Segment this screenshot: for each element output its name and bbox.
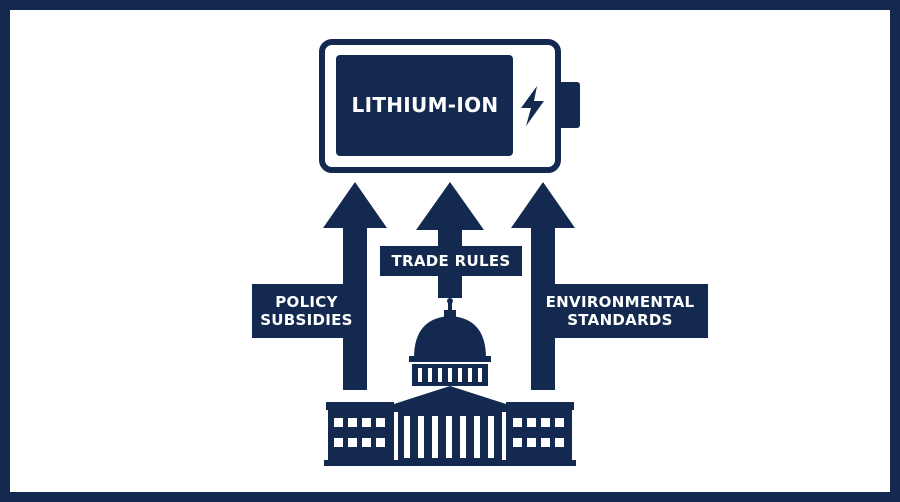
label-policy-subsidies-line-1: POLICY	[275, 293, 338, 311]
label-trade-rules: TRADE RULES	[380, 246, 522, 276]
capitol-building-icon	[324, 298, 576, 466]
label-environmental-standards-line-2: STANDARDS	[567, 311, 673, 329]
lightning-bolt-icon	[521, 86, 544, 126]
label-environmental-standards: ENVIRONMENTAL STANDARDS	[532, 284, 708, 338]
label-environmental-standards-line-1: ENVIRONMENTAL	[545, 293, 695, 311]
battery-icon	[319, 39, 580, 173]
arrow-trade-rules	[416, 182, 484, 298]
battery-charge-fill	[336, 55, 513, 156]
label-trade-rules-line-1: TRADE RULES	[391, 252, 511, 270]
battery-terminal	[558, 82, 580, 128]
battery-label: LITHIUM-ION	[351, 93, 499, 117]
label-policy-subsidies-line-2: SUBSIDIES	[260, 311, 353, 329]
label-policy-subsidies: POLICY SUBSIDIES	[252, 284, 361, 338]
